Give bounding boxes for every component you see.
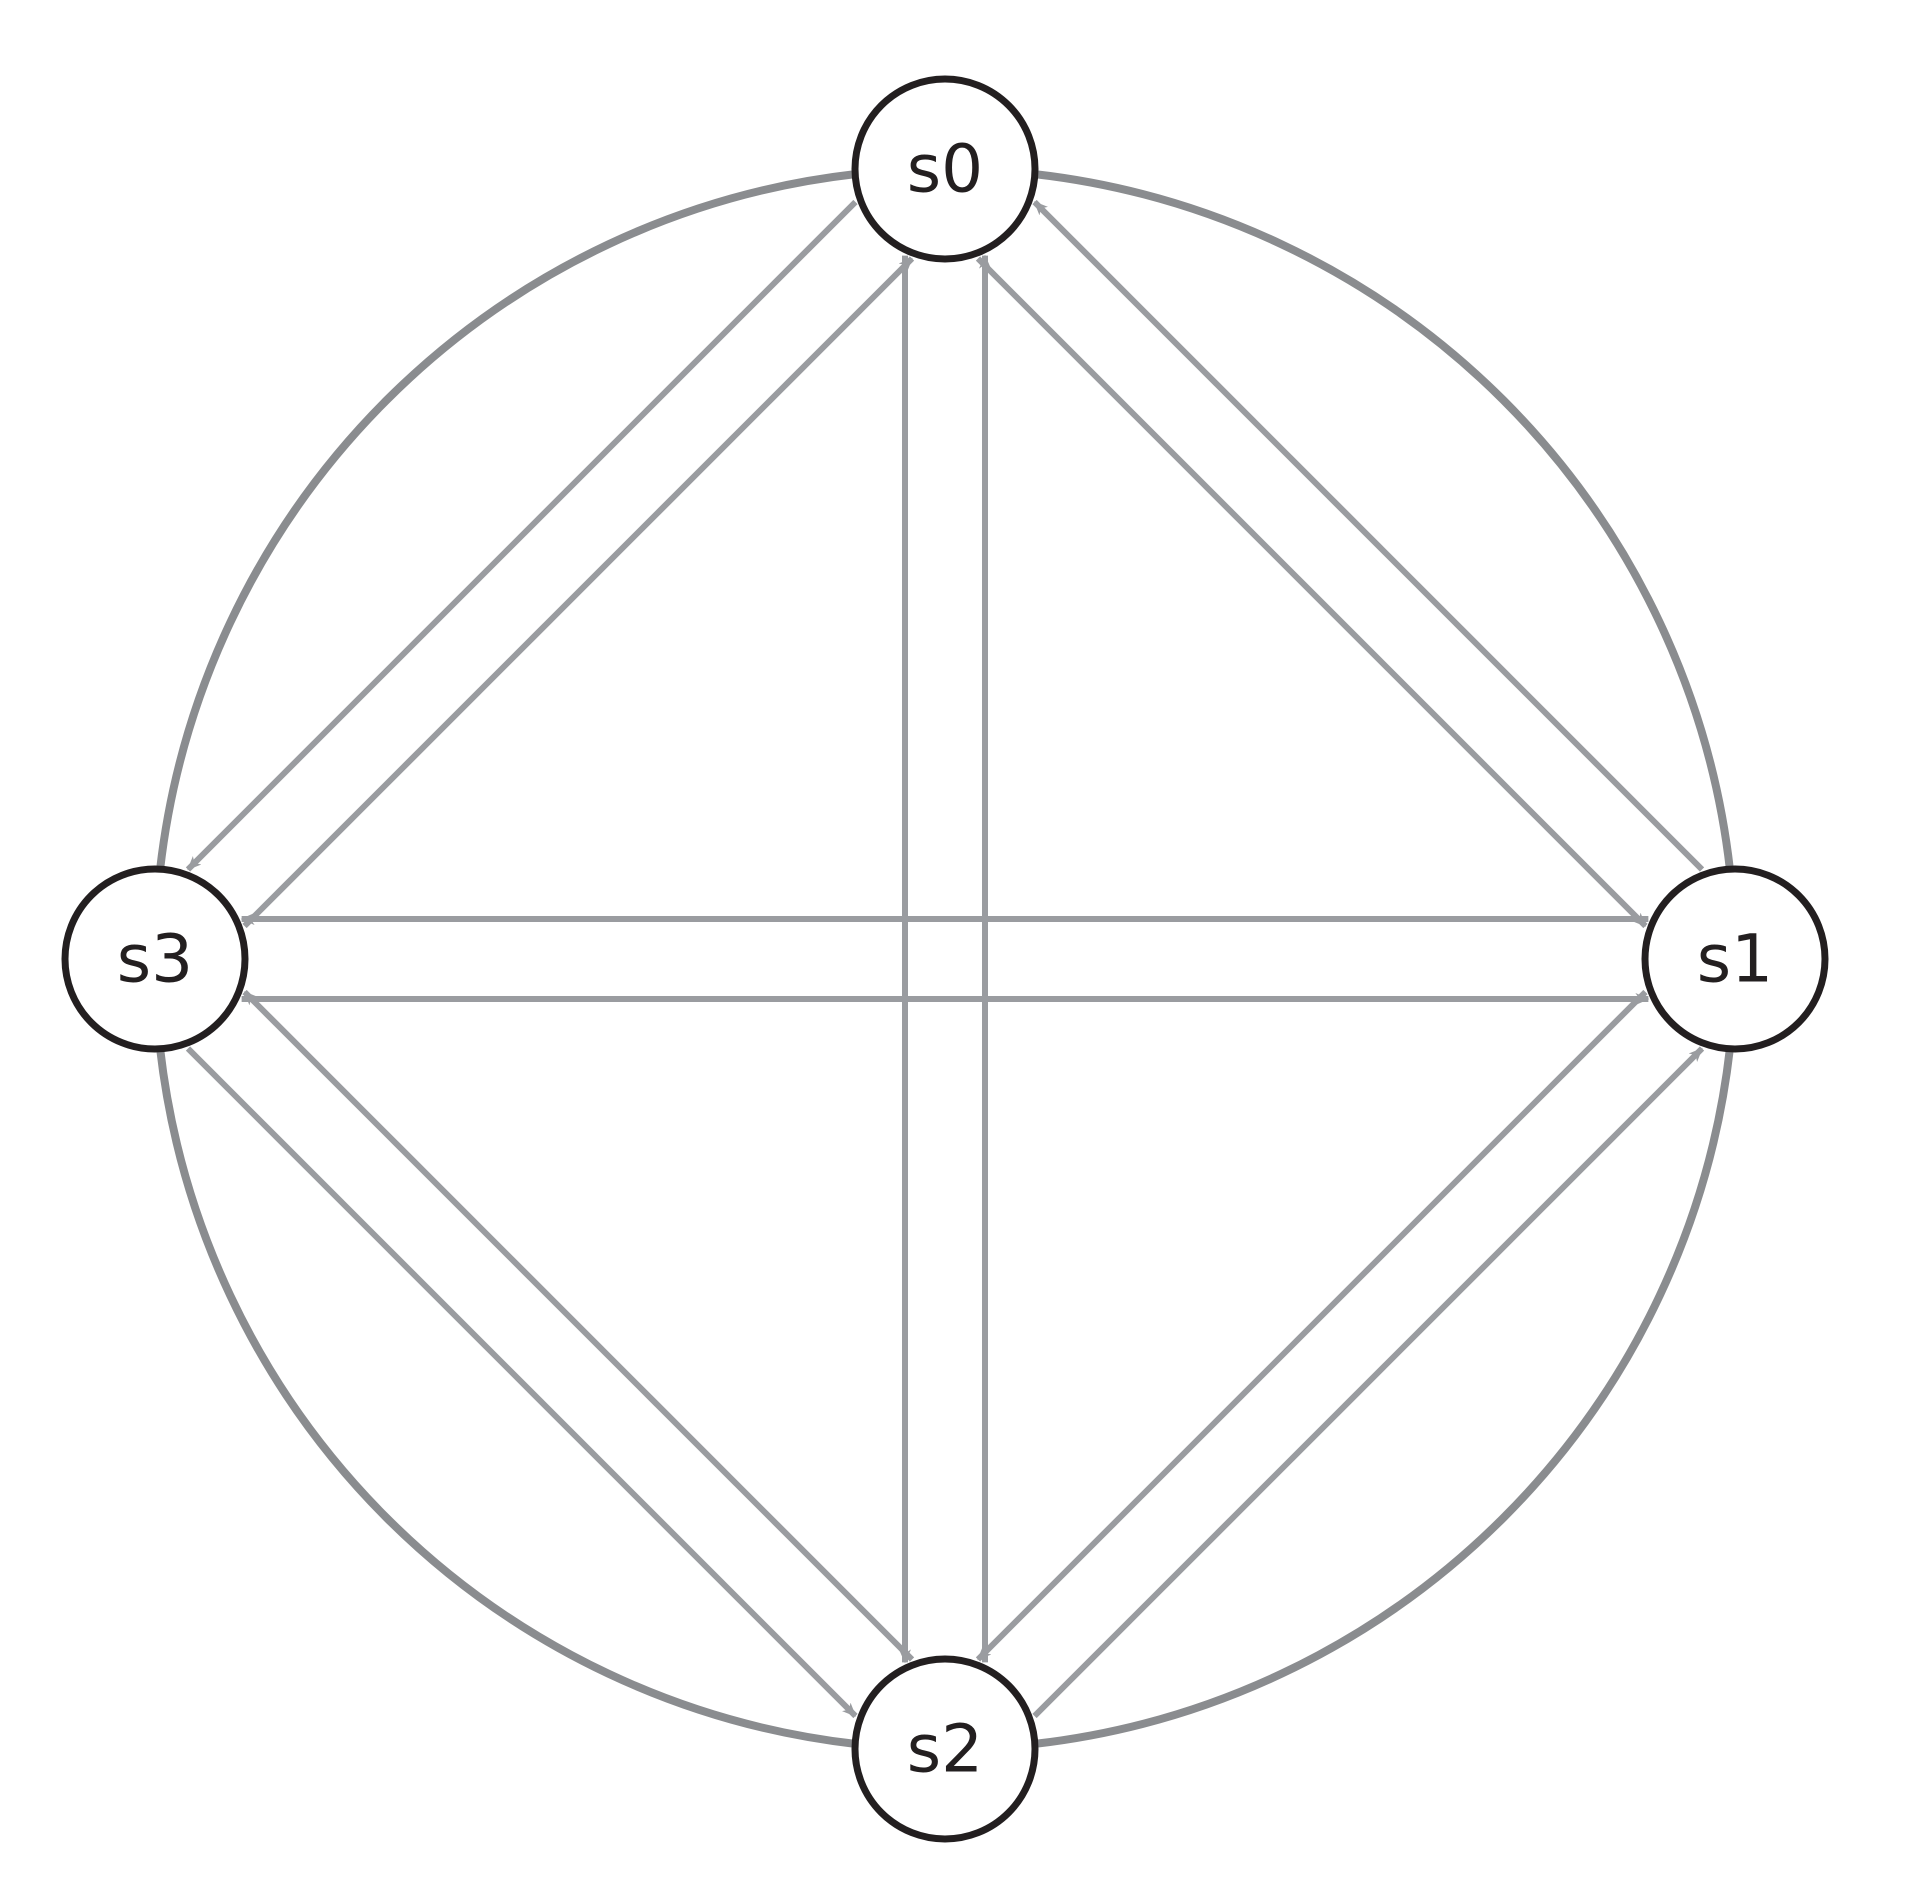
state-nodes: s0 s1 s2 s3	[61, 75, 1829, 1843]
edge-s2-to-s3	[242, 989, 915, 1662]
node-s1-circle	[1641, 865, 1829, 1053]
edge-s1-to-s0	[1032, 199, 1705, 872]
node-s1: s1	[1641, 865, 1829, 1053]
node-s3-label: s3	[117, 921, 193, 998]
edge-s3-to-s0	[242, 256, 915, 929]
node-s1-label: s1	[1697, 921, 1773, 998]
node-s2-circle	[851, 1655, 1039, 1843]
edge-s0-to-s1	[975, 256, 1648, 929]
node-s3-circle	[61, 865, 249, 1053]
ring-edges	[156, 170, 1734, 1748]
edge-s1-to-s2	[975, 989, 1648, 1662]
ring-edge-s3-s0	[156, 170, 856, 870]
edge-s3-to-s2	[185, 1046, 858, 1719]
node-s0-label: s0	[907, 131, 983, 208]
ring-edge-s2-s3	[156, 1048, 856, 1748]
ring-edge-s0-s1	[1034, 170, 1734, 870]
edge-s2-to-s1	[1032, 1046, 1705, 1719]
node-s0-circle	[851, 75, 1039, 263]
node-s3: s3	[61, 865, 249, 1053]
node-s0: s0	[851, 75, 1039, 263]
directed-edges	[185, 199, 1705, 1719]
edge-s0-to-s3	[185, 199, 858, 872]
ring-edge-s1-s2	[1034, 1048, 1734, 1748]
node-s2-label: s2	[907, 1711, 983, 1788]
node-s2: s2	[851, 1655, 1039, 1843]
